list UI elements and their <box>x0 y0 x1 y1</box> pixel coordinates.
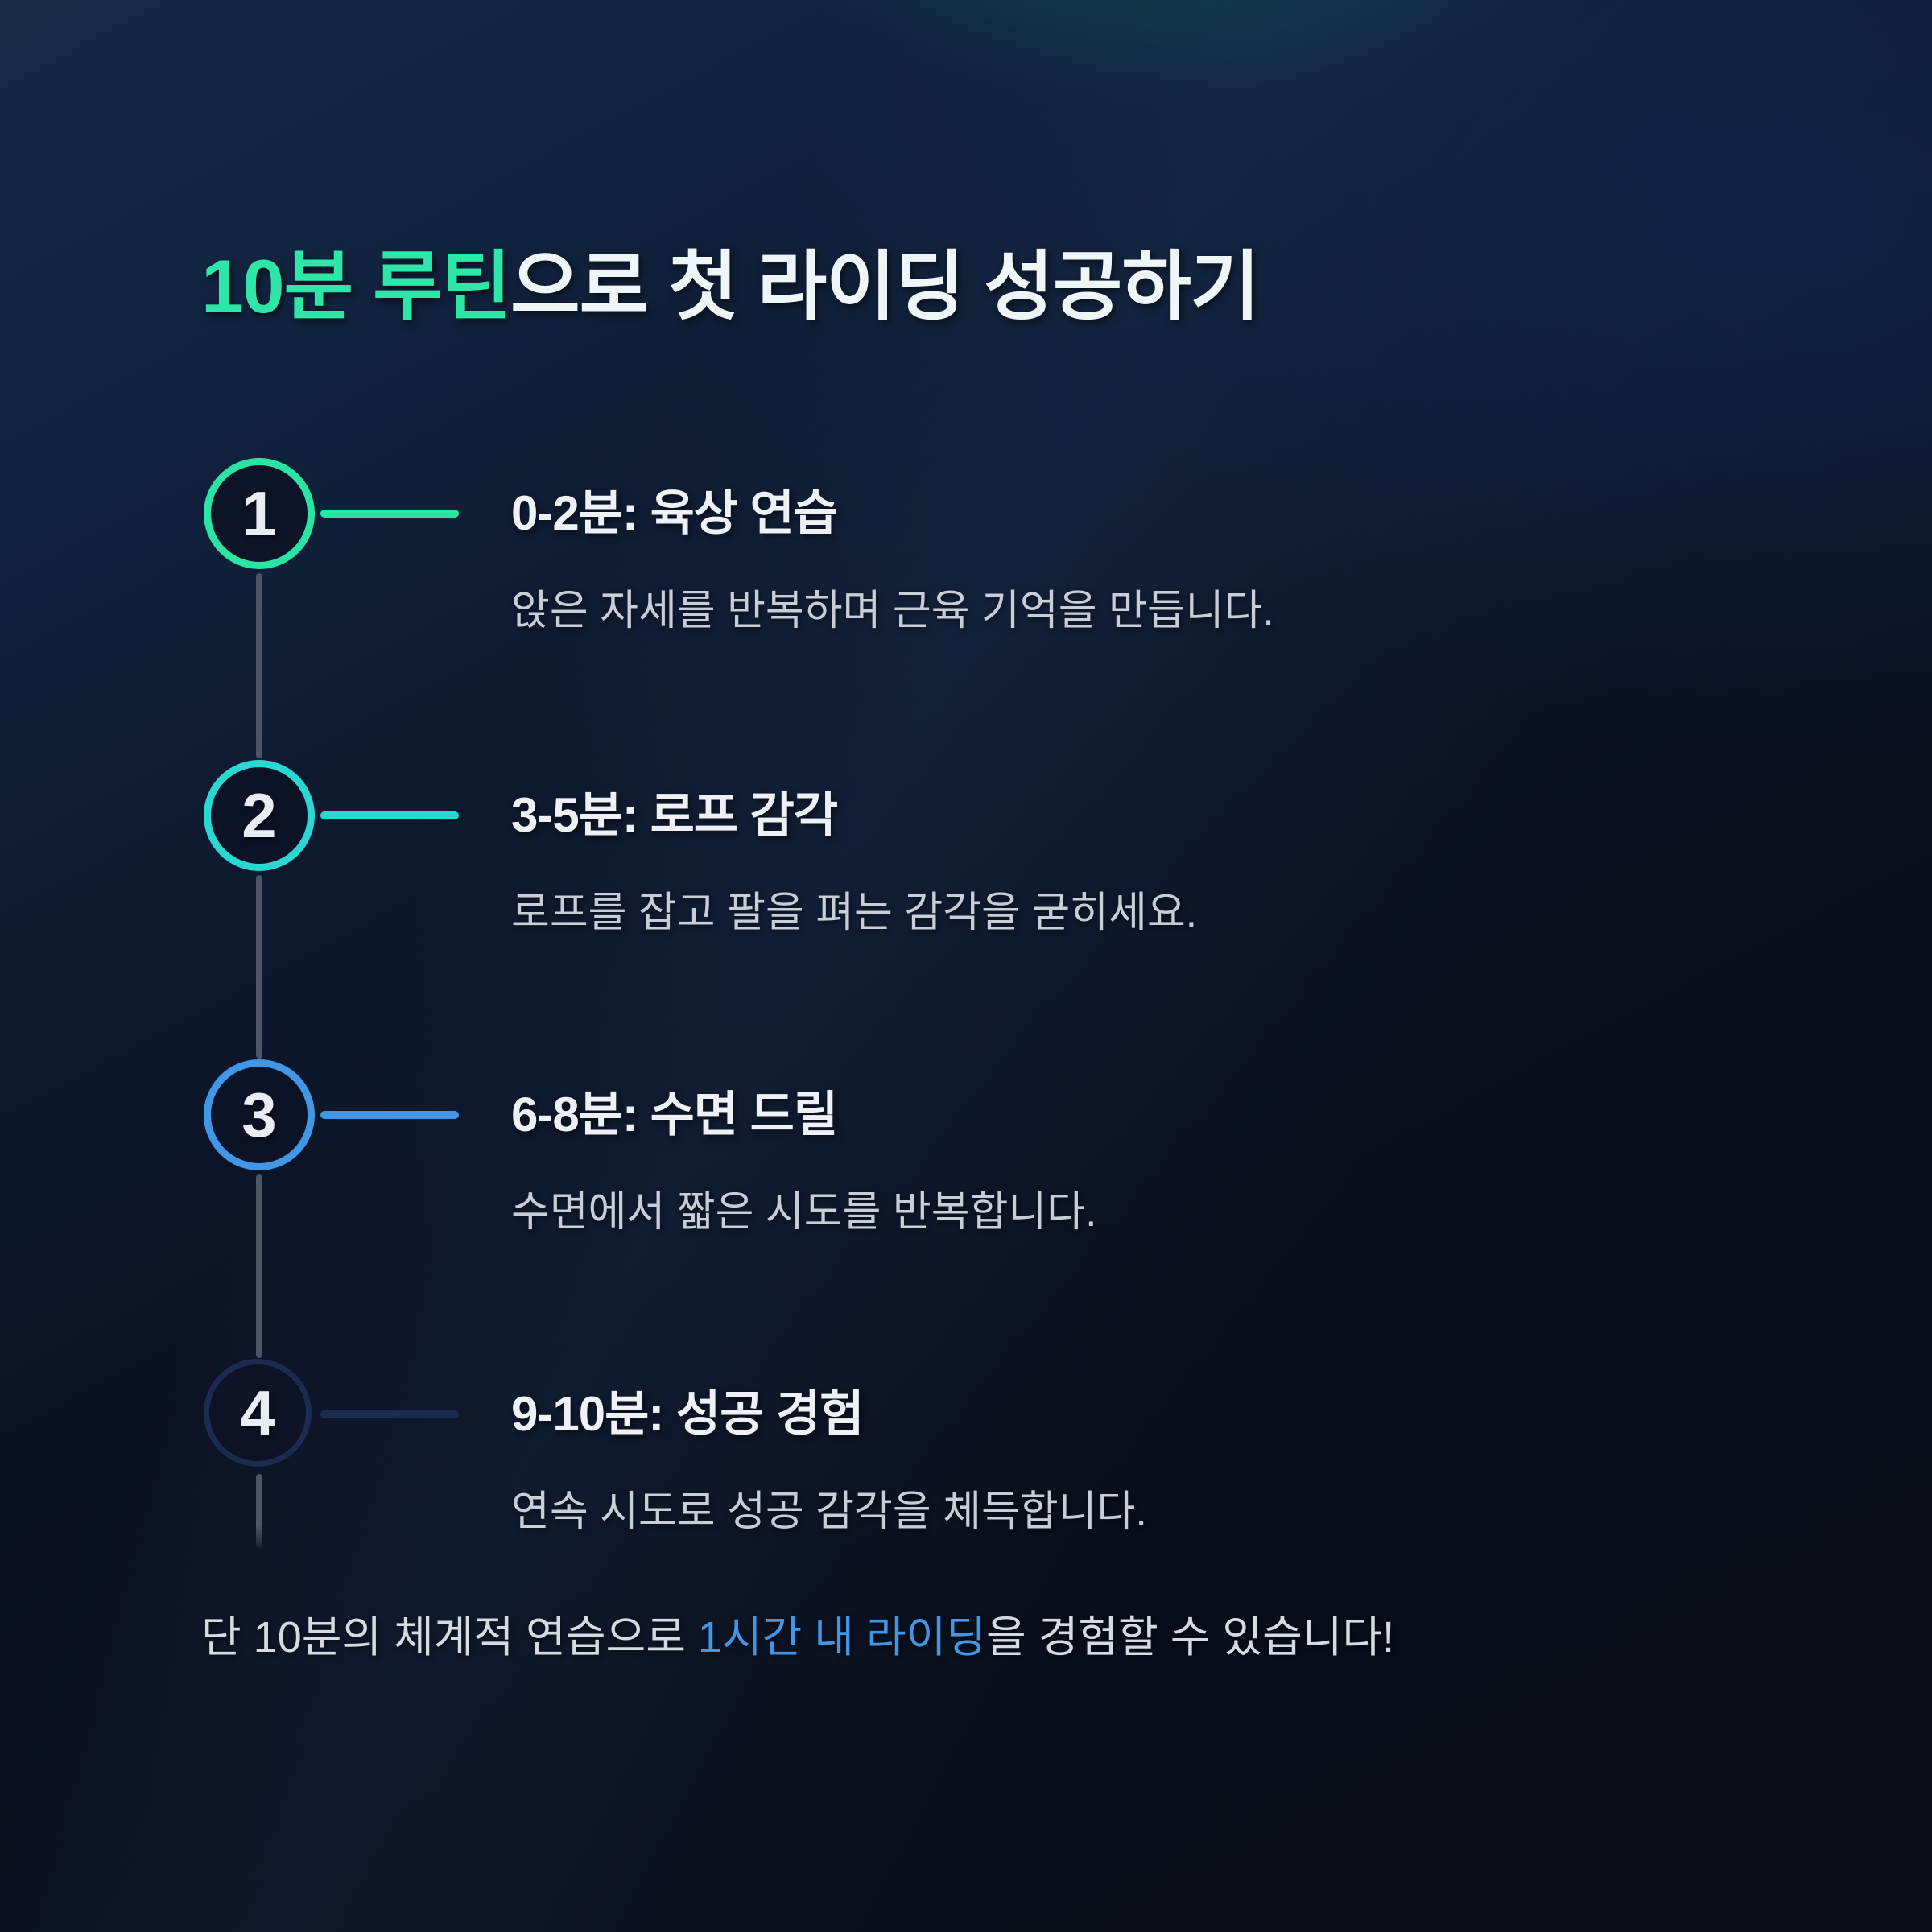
step-2-number: 2 <box>242 779 277 851</box>
step-2-description: 로프를 잡고 팔을 펴는 감각을 굳히세요. <box>511 890 1198 936</box>
step-3-connector-line <box>320 1111 459 1119</box>
step-1-circle: 1 <box>204 458 315 569</box>
step-3-circle: 3 <box>204 1059 315 1170</box>
step-1-number: 1 <box>242 477 277 549</box>
step-4-circle: 4 <box>204 1359 312 1467</box>
footer-prefix: 단 10분의 체계적 연습으로 <box>201 1613 698 1662</box>
title-rest: 으로 첫 라이딩 성공하기 <box>510 244 1260 328</box>
step-3-description: 수면에서 짧은 시도를 반복합니다. <box>511 1189 1097 1236</box>
timeline-line-segment-1 <box>256 573 262 758</box>
step-2-connector-line <box>320 811 459 819</box>
step-1-heading: 0-2분: 육상 연습 <box>511 486 838 540</box>
footer-suffix: 을 경험할 수 있습니다! <box>986 1613 1395 1662</box>
timeline-line-segment-3 <box>256 1174 262 1358</box>
step-3-number: 3 <box>242 1079 277 1150</box>
step-1-connector-line <box>320 510 459 518</box>
step-4-heading: 9-10분: 성공 경험 <box>511 1387 864 1441</box>
step-4-connector-line <box>320 1410 459 1418</box>
step-2-heading: 3-5분: 로프 감각 <box>511 788 838 842</box>
step-4-description: 연속 시도로 성공 감각을 체득합니다. <box>511 1488 1147 1535</box>
timeline-line-segment-2 <box>256 875 262 1059</box>
footer-highlight: 1시간 내 라이딩 <box>697 1613 987 1662</box>
step-2-circle: 2 <box>204 760 315 871</box>
step-3-heading: 6-8분: 수면 드릴 <box>511 1088 838 1141</box>
footer-summary: 단 10분의 체계적 연습으로 1시간 내 라이딩을 경험할 수 있습니다! <box>201 1612 1394 1664</box>
step-4-number: 4 <box>240 1377 275 1448</box>
step-1-description: 앉은 자세를 반복하며 근육 기억을 만듭니다. <box>511 588 1274 634</box>
timeline-line-segment-4 <box>256 1474 262 1548</box>
page-title: 10분 루틴으로 첫 라이딩 성공하기 <box>201 242 1260 332</box>
title-highlight: 10분 루틴 <box>201 244 511 328</box>
